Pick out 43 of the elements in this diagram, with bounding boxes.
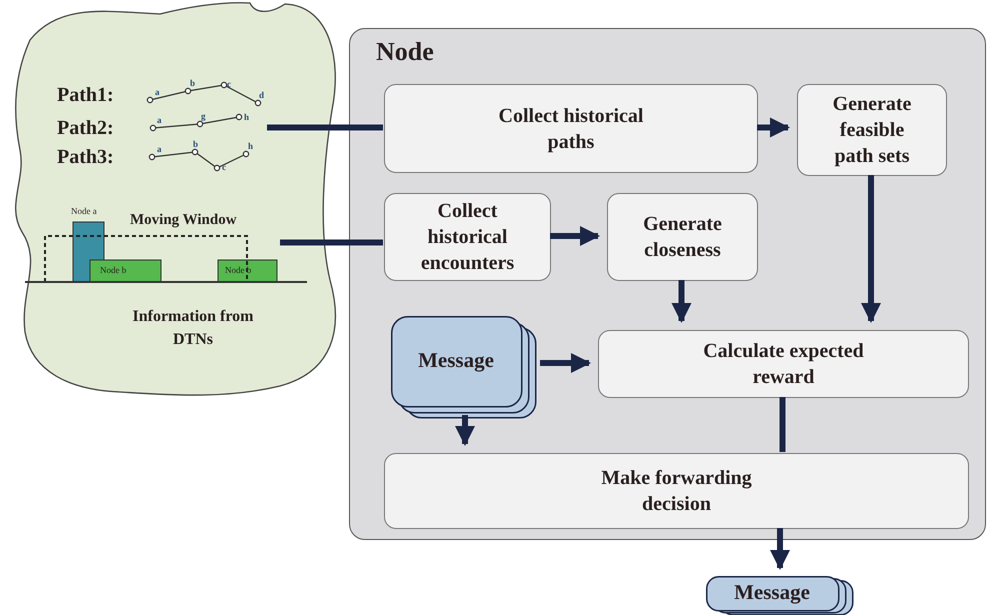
message-stack bbox=[706, 576, 854, 615]
box-label: Calculate expected reward bbox=[702, 339, 865, 390]
box-label: Generate closeness bbox=[642, 212, 723, 263]
box-label: Collect historical encounters bbox=[420, 199, 516, 276]
box-label: Collect historical paths bbox=[498, 104, 644, 154]
vertex-letter: b bbox=[193, 139, 198, 149]
vertex-letter: a bbox=[155, 87, 160, 97]
process-box bbox=[598, 330, 969, 398]
bar-label: Node b bbox=[225, 265, 252, 275]
vertex-letter: h bbox=[244, 112, 250, 122]
vertex-letter: g bbox=[201, 111, 206, 121]
container-title: Node bbox=[376, 37, 434, 67]
process-box bbox=[384, 84, 758, 173]
process-box bbox=[384, 453, 969, 529]
path-label: Path1: bbox=[57, 84, 114, 107]
path-label: Path3: bbox=[57, 146, 114, 169]
message-label: Message bbox=[417, 348, 495, 373]
box-label: Generate feasible path sets bbox=[832, 92, 912, 169]
vertex-letter: d bbox=[259, 90, 264, 100]
bar-label: Node a bbox=[71, 206, 97, 216]
arrow bbox=[550, 226, 600, 246]
bar-label: Node b bbox=[100, 265, 126, 275]
process-box bbox=[607, 193, 758, 281]
path-label: Path2: bbox=[57, 117, 114, 140]
window-label: Moving Window bbox=[130, 212, 237, 229]
arrow bbox=[757, 118, 790, 138]
vertex-letter: h bbox=[248, 141, 254, 151]
arrow bbox=[672, 280, 692, 323]
arrow bbox=[455, 415, 475, 446]
process-box bbox=[384, 193, 551, 281]
arrow bbox=[770, 528, 790, 570]
message-label: Message bbox=[733, 580, 811, 605]
arrow bbox=[861, 175, 881, 323]
box-label: Make forwarding decision bbox=[600, 466, 753, 517]
cloud-caption: Information from DTNs bbox=[131, 307, 255, 350]
vertex-letter: a bbox=[157, 144, 162, 154]
vertex-letter: c bbox=[222, 162, 226, 172]
arrow bbox=[540, 353, 591, 373]
vertex-letter: c bbox=[227, 79, 231, 89]
vertex-letter: b bbox=[190, 78, 196, 88]
node-container bbox=[349, 28, 986, 540]
vertex-letter: a bbox=[157, 115, 162, 125]
process-box bbox=[797, 84, 947, 176]
